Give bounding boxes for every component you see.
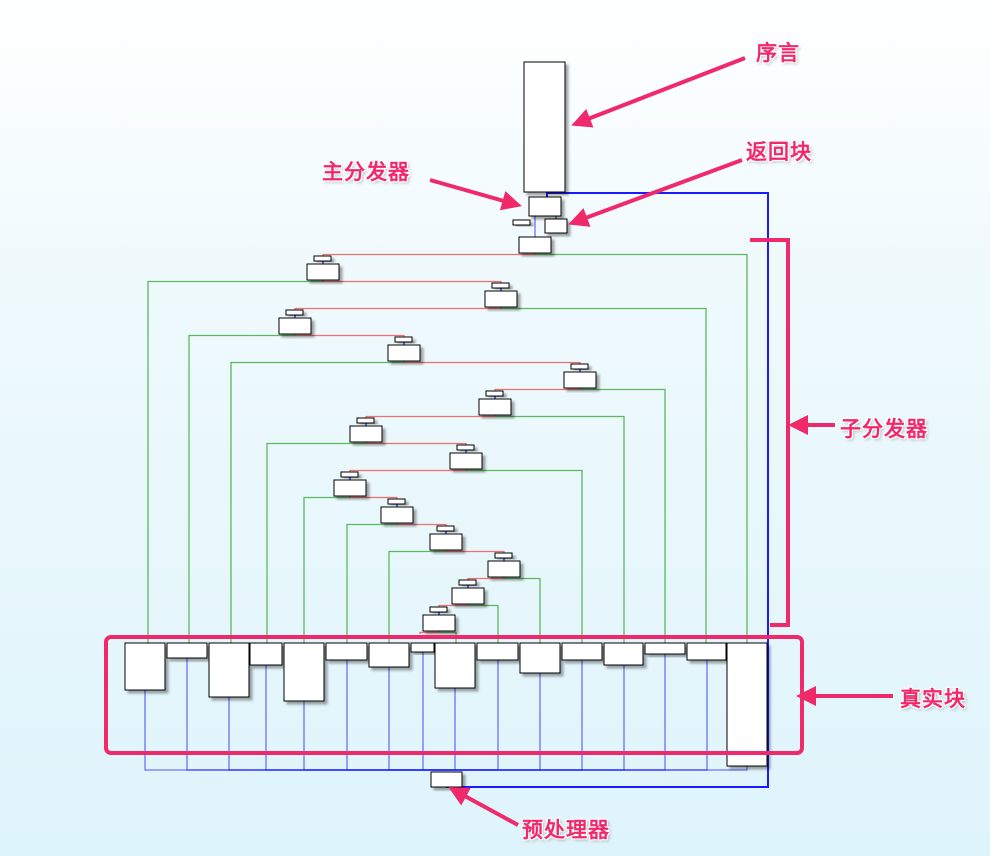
sub-dispatcher-block [518, 236, 552, 254]
sub-dispatcher-compare-block [570, 363, 589, 370]
sub-dispatcher-compare-block [456, 444, 475, 451]
return-block [544, 218, 568, 234]
real-block [410, 642, 435, 653]
prologue-block [523, 61, 566, 193]
sub-dispatcher-block [484, 290, 518, 308]
sub-dispatcher-compare-block [494, 552, 513, 559]
sub-dispatcher-block [487, 560, 521, 578]
real-block [603, 642, 644, 666]
sub-dispatcher-compare-block [285, 309, 304, 316]
edge-false-branch [294, 307, 502, 310]
sub-dispatcher-compare-block [436, 525, 455, 532]
edge-false-branch [419, 631, 440, 634]
edge-true-branch [580, 388, 666, 643]
real-block [208, 642, 250, 698]
real-block [644, 642, 686, 655]
edge-false-branch [349, 469, 467, 472]
edge-false-branch [365, 442, 467, 445]
sub-dispatcher-block [306, 263, 340, 281]
sub-dispatcher-block [333, 479, 367, 497]
sub-dispatcher-compare-block [387, 498, 406, 505]
real-block [726, 642, 768, 767]
edge-real-to-preprocessor [303, 701, 446, 771]
sub-dispatcher-compare-block [458, 579, 477, 586]
arrow-main-dispatcher [429, 178, 522, 211]
edge-false-branch [438, 604, 469, 607]
edge-false-branch [365, 415, 496, 418]
edge-false-branch [467, 577, 505, 580]
real-block [368, 642, 410, 668]
sub-dispatcher-compare-block [429, 606, 448, 613]
sub-dispatcher-block [449, 452, 483, 470]
edge-true-branch [495, 415, 625, 643]
arrow-return-block [568, 158, 743, 227]
sub-dispatcher-compare-block [491, 282, 510, 289]
sub-dispatcher-compare-block [356, 417, 375, 424]
main-dispatcher-block [528, 196, 562, 217]
edge-real-to-preprocessor [446, 766, 748, 771]
label-sub-dispatchers: 子分发器 [840, 417, 928, 441]
real-block [434, 642, 476, 689]
real-block [249, 642, 283, 666]
edge-true-branch [504, 577, 541, 643]
edge-true-branch [388, 550, 446, 643]
preprocessor-block [430, 771, 463, 788]
sub-dispatcher-block [278, 317, 312, 335]
edge-true-branch [266, 442, 366, 643]
edge-real-to-preprocessor [144, 690, 446, 771]
label-real-blocks: 真实块 [900, 687, 966, 711]
real-block [166, 642, 208, 659]
edge-false-branch [396, 523, 447, 526]
edge-false-branch [445, 550, 505, 553]
real-block [476, 642, 519, 661]
real-blocks-highlight-box [104, 635, 804, 755]
real-block [283, 642, 325, 702]
edge-true-branch [230, 361, 404, 643]
edge-true-branch [303, 496, 350, 643]
edge-true-branch [501, 307, 707, 643]
real-block [561, 642, 603, 661]
sub-dispatcher-block [563, 371, 597, 389]
edge-true-branch [466, 469, 583, 643]
real-block [325, 642, 368, 661]
sub-dispatcher-block [429, 533, 463, 551]
label-main-dispatcher: 主分发器 [322, 160, 410, 184]
edge-false-branch [403, 361, 581, 364]
label-return-block: 返回块 [746, 140, 812, 164]
sub-dispatcher-block [387, 344, 421, 362]
sub-dispatcher-compare-block [485, 390, 504, 397]
dispatcher-compare-block [512, 219, 531, 226]
sub-dispatchers-bracket [750, 238, 790, 627]
sub-dispatcher-block [380, 506, 414, 524]
sub-dispatcher-compare-block [394, 336, 413, 343]
sub-dispatcher-block [451, 587, 485, 605]
edge-false-branch [322, 280, 502, 283]
sub-dispatcher-block [478, 398, 512, 416]
sub-dispatcher-block [422, 614, 456, 632]
edge-false-branch [322, 253, 536, 256]
sub-dispatcher-compare-block [313, 255, 332, 262]
real-block [124, 642, 166, 691]
edge-false-branch [494, 388, 581, 391]
edge-real-to-preprocessor [228, 697, 446, 771]
edge-true-branch [439, 631, 457, 643]
arrow-prologue [571, 56, 746, 128]
edge-false-branch [294, 334, 405, 337]
label-prologue: 序言 [756, 41, 800, 65]
edge-true-branch [188, 334, 295, 643]
edge-real-to-preprocessor [446, 688, 456, 771]
edge-true-branch [535, 253, 748, 643]
arrow-preprocessor [448, 787, 519, 827]
edge-false-branch [349, 496, 398, 499]
sub-dispatcher-block [349, 425, 383, 443]
sub-dispatcher-compare-block [340, 471, 359, 478]
edge-true-branch [468, 604, 499, 643]
edge-true-branch [346, 523, 397, 643]
edge-real-to-preprocessor [422, 652, 446, 771]
real-block [519, 642, 561, 674]
edge-true-branch [147, 280, 323, 643]
label-preprocessor: 预处理器 [522, 818, 610, 842]
real-block [686, 642, 727, 661]
